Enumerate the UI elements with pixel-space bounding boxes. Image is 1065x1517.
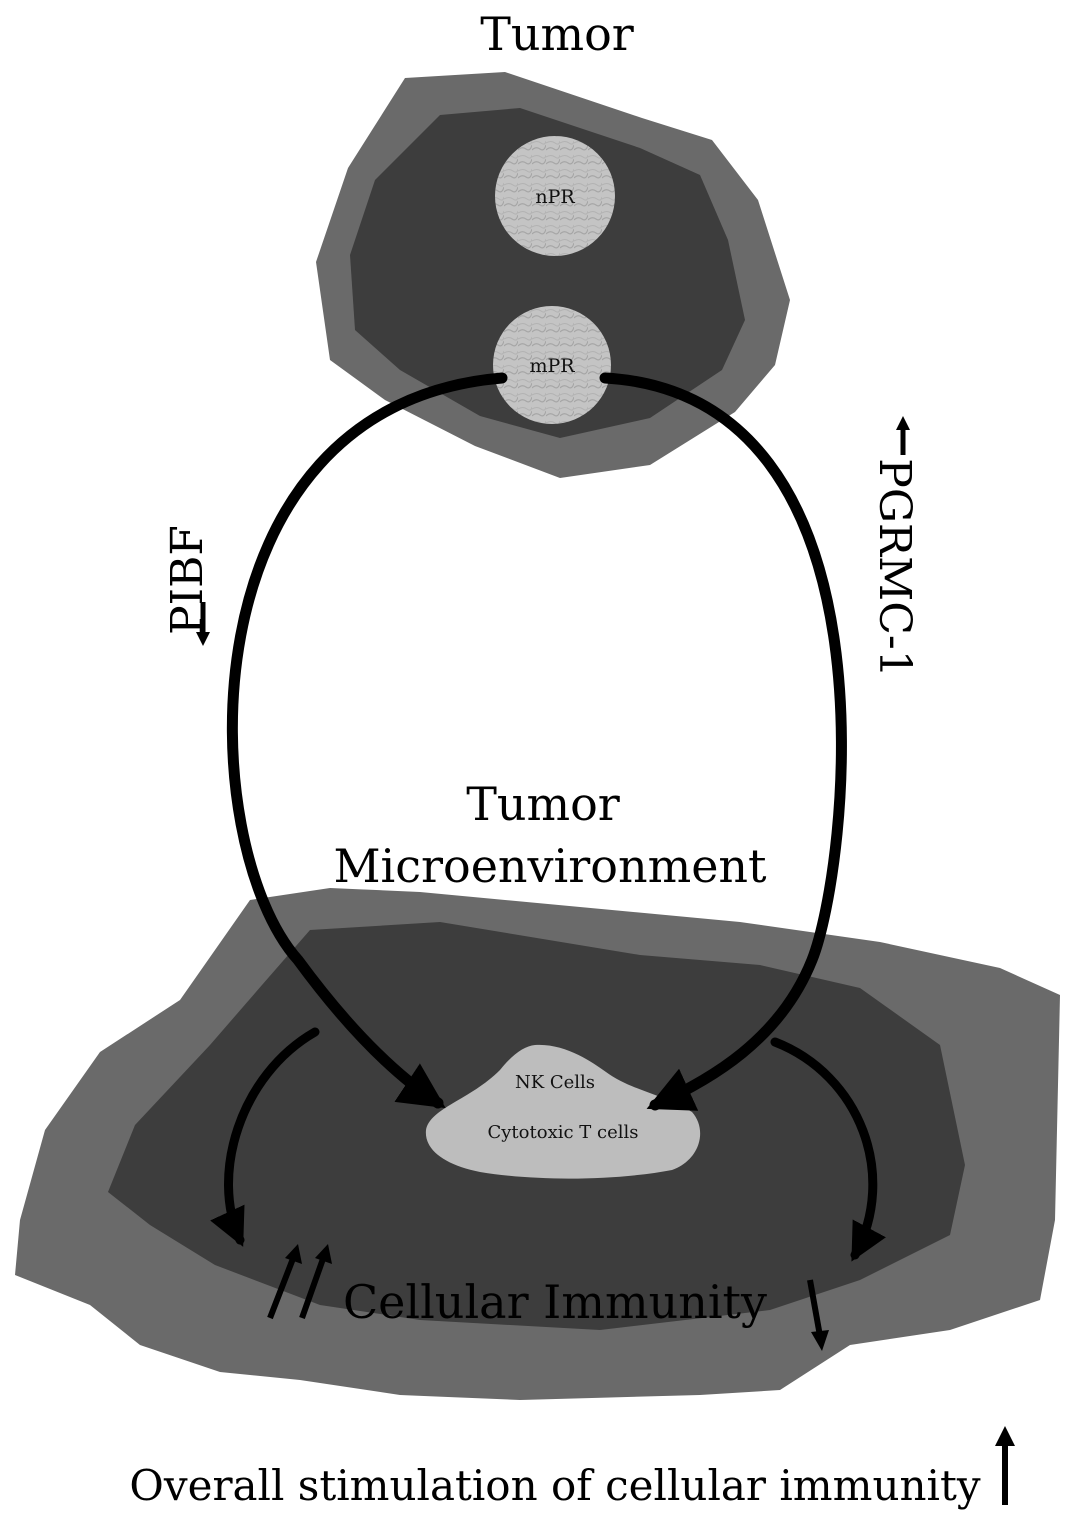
summary-up-arrow-icon: [995, 1426, 1015, 1505]
cellular-immunity-label: Cellular Immunity: [343, 1275, 767, 1329]
microenvironment-title-line1: Tumor: [466, 777, 620, 831]
pgrmc1-up-arrow-icon: [896, 416, 910, 455]
pibf-label: PIBF: [162, 525, 213, 635]
microenvironment-title-line2: Microenvironment: [333, 839, 767, 893]
nk-cells-label: NK Cells: [515, 1072, 595, 1093]
tumor-title: Tumor: [480, 7, 634, 61]
summary-text: Overall stimulation of cellular immunity: [129, 1461, 980, 1510]
npr-label: nPR: [535, 186, 575, 208]
pgrmc1-label: PGRMC-1: [869, 458, 920, 677]
cytotoxic-t-cells-label: Cytotoxic T cells: [487, 1122, 638, 1143]
mpr-label: mPR: [529, 355, 575, 377]
